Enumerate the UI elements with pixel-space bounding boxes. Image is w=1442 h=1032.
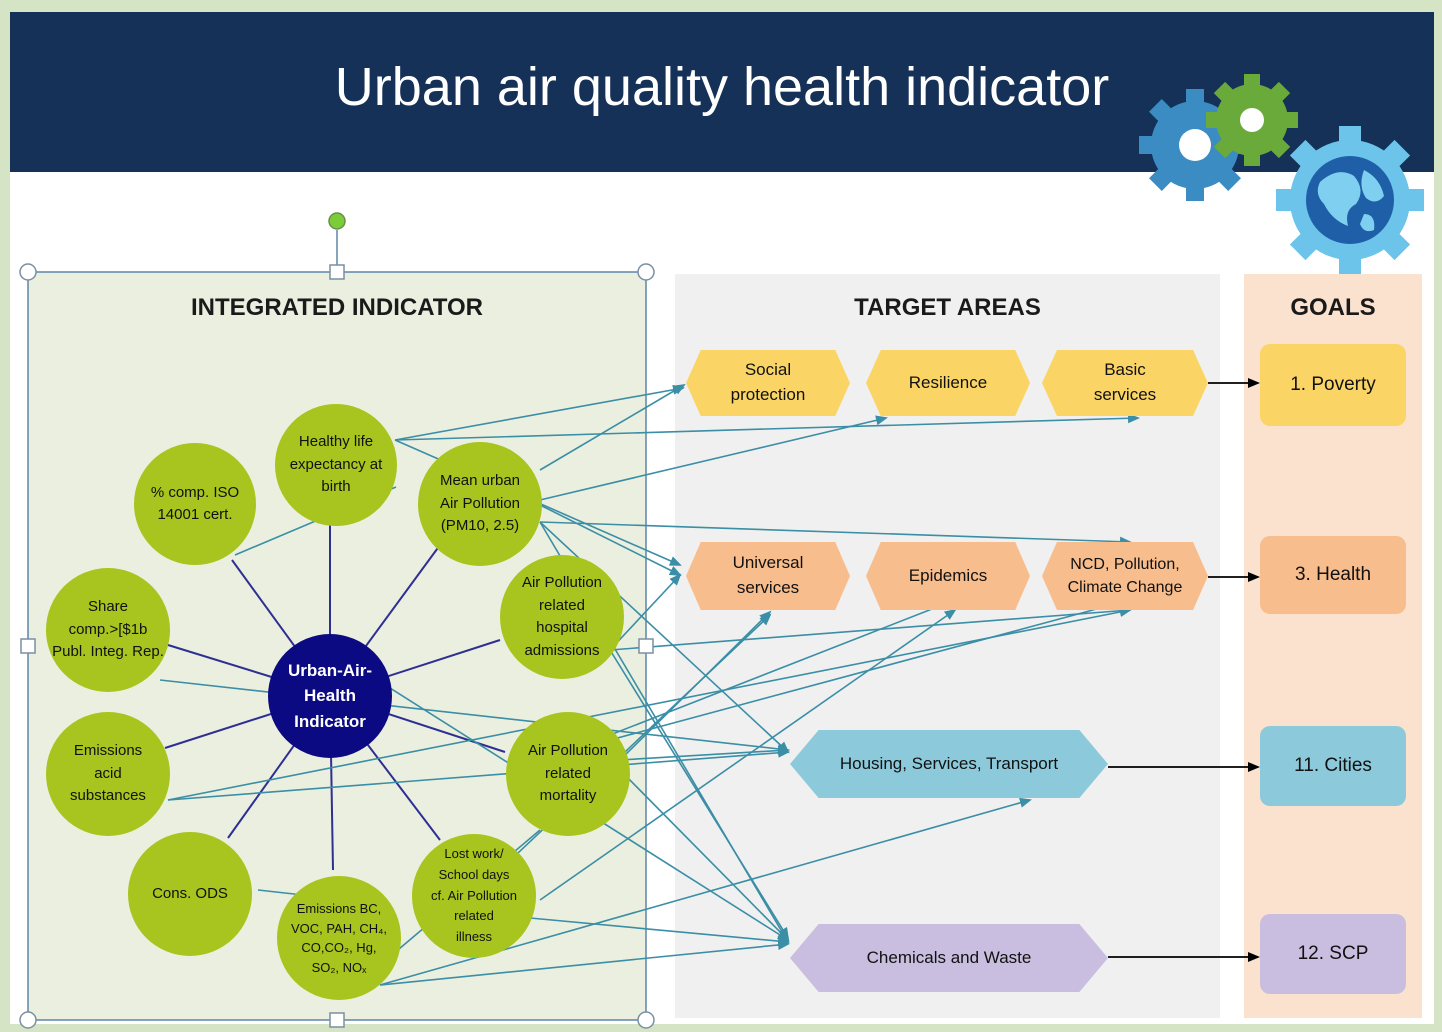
node-mean-urban-air-pollution[interactable]: Mean urban Air Pollution (PM10, 2.5) <box>418 442 542 566</box>
node-lost-work-days[interactable]: Lost work/ School days cf. Air Pollution… <box>412 834 536 958</box>
target-epidemics[interactable]: Epidemics <box>866 542 1030 610</box>
target-areas-title: TARGET AREAS <box>854 294 1041 321</box>
node-share-companies[interactable]: Share comp.>[$1b Publ. Integ. Rep. <box>46 568 170 692</box>
node-urban-air-health-indicator[interactable]: Urban-Air- Health Indicator <box>268 634 392 758</box>
target-universal-services[interactable]: Universal services <box>686 542 850 610</box>
goal-scp[interactable]: 12. SCP <box>1260 914 1406 994</box>
target-ncd-pollution[interactable]: NCD, Pollution, Climate Change <box>1042 542 1208 610</box>
integrated-indicator-title: INTEGRATED INDICATOR <box>191 294 483 321</box>
node-hospital-admissions[interactable]: Air Pollution related hospital admission… <box>500 555 624 679</box>
node-iso-14001[interactable]: % comp. ISO 14001 cert. <box>134 443 256 565</box>
target-basic-services[interactable]: Basic services <box>1042 350 1208 416</box>
target-resilience[interactable]: Resilience <box>866 350 1030 416</box>
slide-title: Urban air quality health indicator <box>334 57 1110 117</box>
goal-cities[interactable]: 11. Cities <box>1260 726 1406 806</box>
target-social-protection[interactable]: Social protection <box>686 350 850 416</box>
selection-handles[interactable] <box>19 263 655 1029</box>
node-emissions-acid[interactable]: Emissions acid substances <box>46 712 170 836</box>
node-air-pollution-mortality[interactable]: Air Pollution related mortality <box>506 712 630 836</box>
gears-globe-icon <box>1139 74 1424 274</box>
node-healthy-life-expectancy[interactable]: Healthy life expectancy at birth <box>275 404 397 526</box>
goal-poverty[interactable]: 1. Poverty <box>1260 344 1406 426</box>
goals-title: GOALS <box>1290 294 1376 321</box>
target-chemicals-waste[interactable]: Chemicals and Waste <box>790 924 1108 992</box>
rotation-handle[interactable] <box>328 212 346 230</box>
node-emissions-pollutants[interactable]: Emissions BC, VOC, PAH, CH₄, CO,CO₂, Hg,… <box>277 876 401 1000</box>
node-cons-ods[interactable]: Cons. ODS <box>128 832 252 956</box>
target-housing-services-transport[interactable]: Housing, Services, Transport <box>790 730 1108 798</box>
goal-health[interactable]: 3. Health <box>1260 536 1406 614</box>
goal-arrows <box>1108 378 1260 962</box>
